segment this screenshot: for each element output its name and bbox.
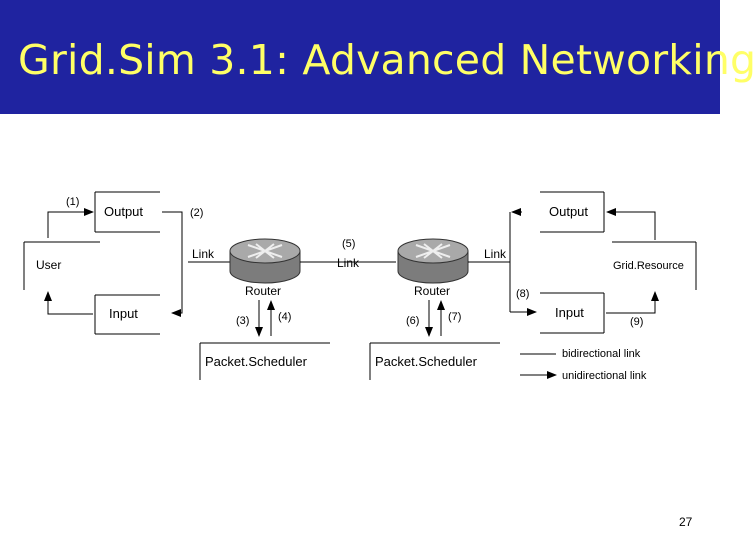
page-number: 27 [679,515,693,529]
router-right-icon [397,238,469,284]
input-left-box [94,294,160,335]
user-label: User [36,258,61,272]
arrow-resource-to-output [606,208,656,240]
input-left-label: Input [109,306,138,321]
link-left-label: Link [192,247,215,261]
packet-scheduler-left-box [199,342,330,380]
router-left-icon [229,238,301,284]
user-box [23,241,100,290]
grid-resource-label: Grid.Resource [613,260,684,272]
step-3-label: (3) [236,315,249,327]
legend-unidirectional-label: unidirectional link [562,370,647,382]
output-left-label: Output [104,204,143,219]
step-6-label: (6) [406,315,419,327]
arrow-step-8 [509,208,537,316]
step-8-label: (8) [516,288,529,300]
arrow-step-2 [162,211,183,317]
grid-resource-box [612,241,697,290]
step-5-label: (5) [342,238,355,250]
title-bar: Grid.Sim 3.1: Advanced Networking [0,0,756,114]
output-left-box [94,191,160,233]
packet-scheduler-right-label: Packet.Scheduler [375,354,478,369]
router-left-label: Router [245,284,281,298]
legend-bidirectional-label: bidirectional link [562,348,641,360]
arrow-input-to-user [44,291,93,315]
input-right-box [540,292,605,334]
packet-scheduler-right-box [369,342,500,380]
arrow-step-9 [606,291,659,314]
output-right-label: Output [549,204,588,219]
step-7-label: (7) [448,311,461,323]
link-right-label: Link [484,247,507,261]
step-1-label: (1) [66,196,79,208]
slide-title: Grid.Sim 3.1: Advanced Networking [18,36,756,84]
packet-scheduler-left-label: Packet.Scheduler [205,354,308,369]
step-9-label: (9) [630,316,643,328]
output-right-box [540,191,605,233]
input-right-label: Input [555,305,584,320]
step-2-label: (2) [190,207,203,219]
network-diagram: User Output Input (1) (2) Link Router (3… [23,191,697,382]
link-middle-label: Link [337,256,360,270]
step-4-label: (4) [278,311,291,323]
router-right-label: Router [414,284,450,298]
arrow-step-1 [47,208,94,238]
